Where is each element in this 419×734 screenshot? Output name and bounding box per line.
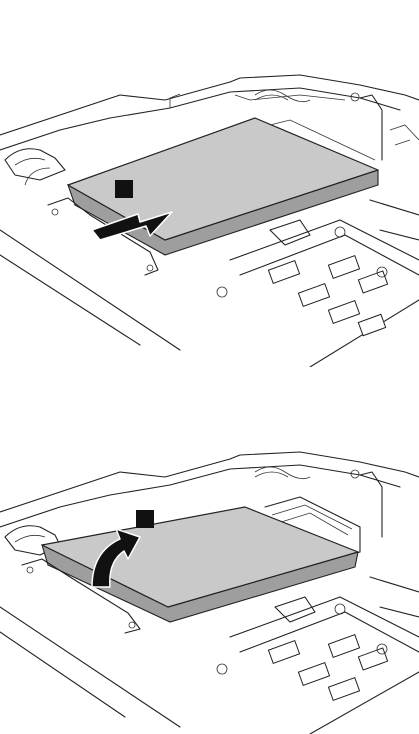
hard-disk-drive: [48, 118, 378, 275]
step-1-illustration: [0, 0, 419, 367]
step-2-illustration: [0, 367, 419, 734]
cable-bundle-top: [255, 467, 359, 479]
step-2-marker: [136, 510, 154, 528]
step-1-marker: [115, 180, 133, 198]
step-1-panel: [0, 0, 419, 367]
cable-connector-left: [5, 149, 65, 185]
step-2-panel: [0, 367, 419, 734]
hard-disk-drive: [22, 507, 358, 633]
